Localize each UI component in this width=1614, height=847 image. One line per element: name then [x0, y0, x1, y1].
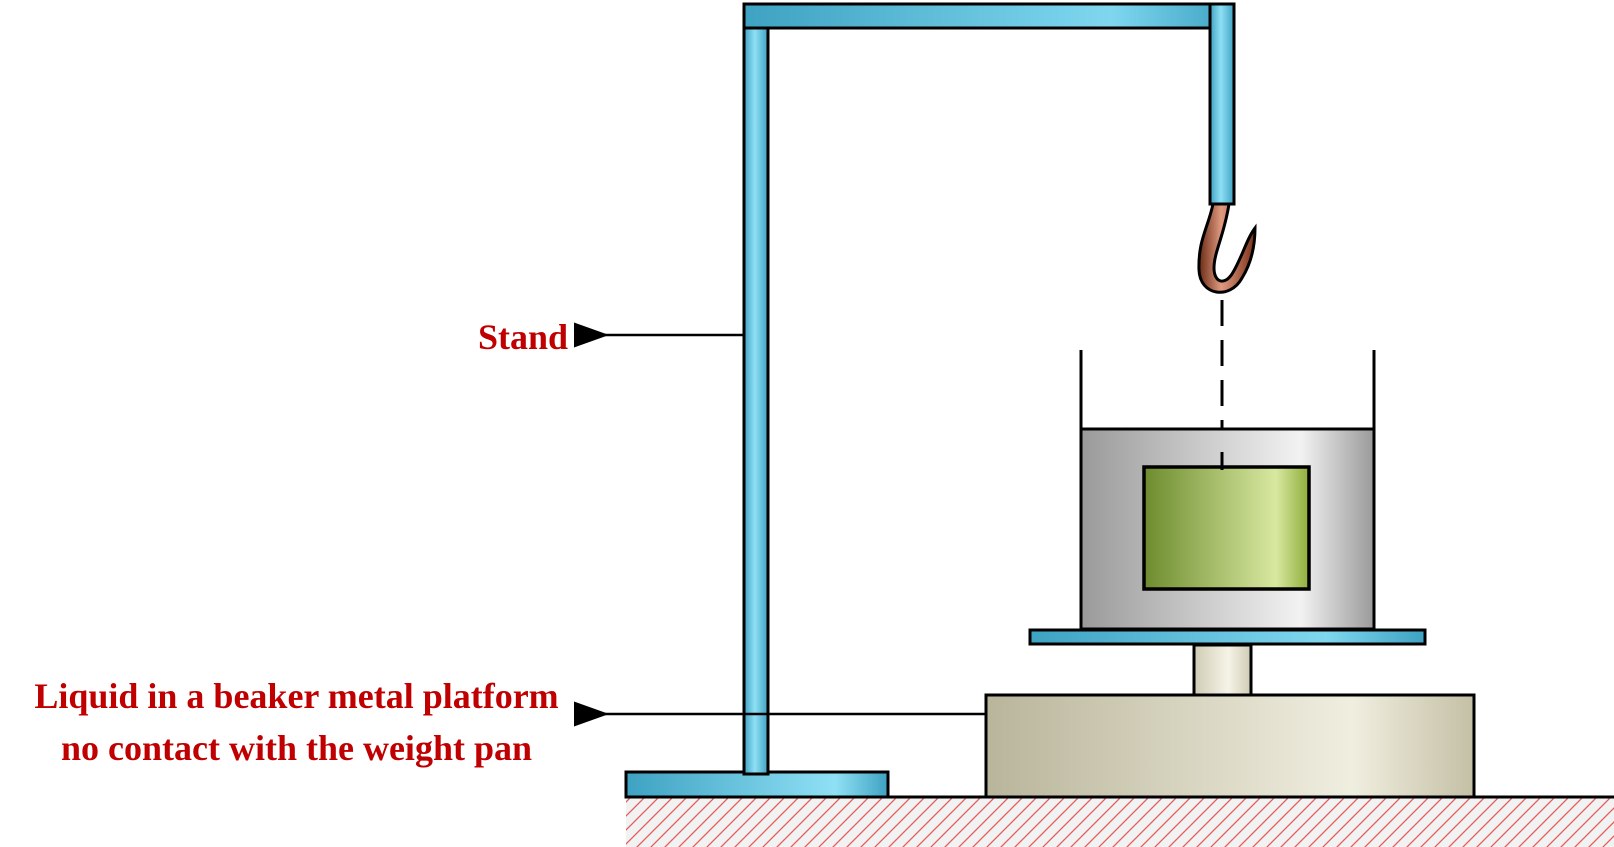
stand-pole [742, 4, 770, 776]
stand-foot [624, 770, 890, 799]
stand-label: Stand [478, 317, 569, 357]
stand [624, 2, 1236, 799]
beaker-label: Liquid in a beaker metal platform no con… [4, 670, 589, 774]
weighing-balance-base [984, 693, 1476, 799]
metal-platform [1028, 628, 1427, 646]
stand-top-arm [742, 2, 1235, 30]
stand-drop-arm [1208, 2, 1236, 206]
ground [626, 795, 1614, 847]
beaker-label-line-2: no contact with the weight pan [60, 728, 532, 768]
beaker-label-line-1: Liquid in a beaker metal platform [34, 676, 559, 716]
hook [1197, 202, 1257, 294]
immersed-weight [1142, 465, 1311, 591]
platform-post [1192, 643, 1253, 697]
